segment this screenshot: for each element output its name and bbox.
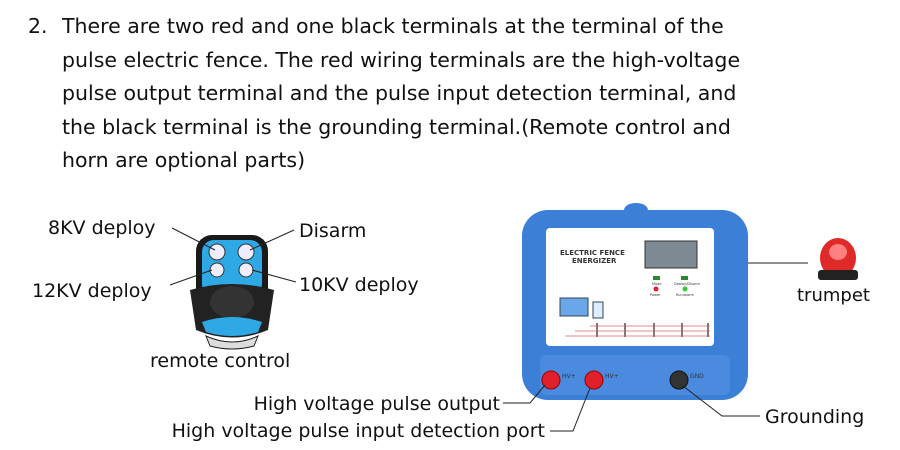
hv-output-label: High voltage pulse output	[254, 393, 500, 415]
indicator-deploy: Deploy/Disarm	[674, 282, 700, 286]
paragraph-line: pulse output terminal and the pulse inpu…	[62, 81, 737, 105]
leader-line	[550, 387, 591, 432]
energizer-device: ELECTRIC FENCE ENERGIZER Mode Deploy/Dis…	[522, 203, 748, 400]
indicator-power: Power	[650, 293, 661, 297]
leader-line	[503, 384, 546, 404]
terminal-gnd-label: GND	[690, 373, 704, 380]
label-8kv-deploy: 8KV deploy	[48, 217, 156, 239]
step-number: 2.	[28, 14, 48, 38]
indicator-run: Run/alarm	[676, 293, 695, 297]
terminal-hv2-label: HV+	[605, 373, 619, 380]
remote-control-caption: remote control	[150, 350, 290, 372]
trumpet-label: trumpet	[797, 285, 870, 306]
leader-line	[169, 269, 213, 286]
leader-line	[249, 229, 295, 251]
hv-input-label: High voltage pulse input detection port	[172, 420, 545, 442]
label-disarm: Disarm	[299, 220, 366, 242]
trumpet-icon	[818, 238, 858, 280]
grounding-label: Grounding	[765, 406, 864, 428]
leader-line	[682, 385, 760, 417]
remote-control-image	[190, 235, 274, 350]
label-12kv-deploy: 12KV deploy	[32, 280, 152, 302]
label-10kv-deploy: 10KV deploy	[299, 274, 419, 296]
energizer-title-line2: ENERGIZER	[572, 257, 617, 265]
paragraph-line: pulse electric fence. The red wiring ter…	[62, 47, 741, 72]
leader-line	[171, 227, 216, 251]
paragraph-line: There are two red and one black terminal…	[62, 14, 724, 38]
energizer-title-line1: ELECTRIC FENCE	[560, 249, 625, 257]
paragraph-line: the black terminal is the grounding term…	[62, 114, 731, 139]
leader-line	[251, 269, 297, 283]
terminal-hv1-label: HV+	[562, 373, 576, 380]
indicator-mode: Mode	[652, 282, 662, 286]
lcd-screen	[644, 240, 698, 269]
paragraph-line: horn are optional parts)	[62, 148, 306, 172]
